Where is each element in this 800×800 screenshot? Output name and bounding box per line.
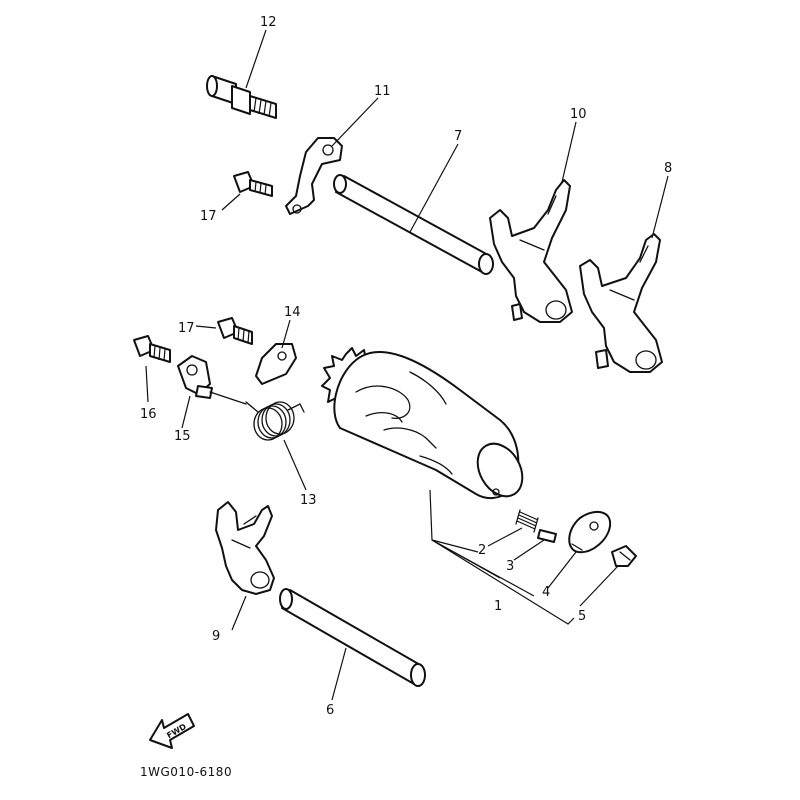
callout-3: 3 bbox=[506, 559, 514, 574]
callout-4: 4 bbox=[542, 585, 550, 600]
callout-2: 2 bbox=[478, 543, 486, 558]
part-9-shift-fork[interactable] bbox=[215, 501, 275, 595]
callout-6: 6 bbox=[326, 703, 334, 718]
callout-17-upper: 17 bbox=[200, 209, 217, 224]
callout-14: 14 bbox=[284, 305, 301, 320]
callout-17-lower: 17 bbox=[178, 321, 195, 336]
part-2-spring[interactable] bbox=[515, 509, 539, 533]
callout-11: 11 bbox=[374, 84, 391, 99]
part-7-guide-bar[interactable] bbox=[333, 174, 494, 275]
part-15-lever[interactable] bbox=[177, 355, 247, 405]
part-14-plate[interactable] bbox=[255, 343, 297, 385]
callout-labels: 12 11 7 10 8 17 17 14 16 15 13 2 3 4 1 5… bbox=[140, 15, 672, 779]
callout-10: 10 bbox=[570, 107, 587, 122]
callout-15: 15 bbox=[174, 429, 191, 444]
part-10-shift-fork[interactable] bbox=[489, 179, 573, 323]
callout-13: 13 bbox=[300, 493, 317, 508]
part-6-guide-bar[interactable] bbox=[279, 588, 426, 687]
part-17-screw-lower[interactable] bbox=[217, 317, 253, 345]
callout-8: 8 bbox=[664, 161, 672, 176]
callout-1: 1 bbox=[494, 599, 502, 614]
part-13-torsion-spring[interactable] bbox=[245, 401, 305, 441]
callout-9: 9 bbox=[212, 629, 220, 644]
callout-12: 12 bbox=[260, 15, 277, 30]
leader-lines bbox=[145, 29, 669, 701]
part-4-washer[interactable] bbox=[568, 510, 612, 554]
callout-16: 16 bbox=[140, 407, 157, 422]
callout-7: 7 bbox=[454, 129, 462, 144]
part-12-stud-bolt[interactable] bbox=[206, 75, 277, 119]
part-17-screw-upper[interactable] bbox=[233, 171, 273, 197]
forward-direction-arrow: FWD bbox=[149, 713, 195, 749]
part-5-screw[interactable] bbox=[611, 545, 637, 567]
part-3-pin[interactable] bbox=[537, 529, 557, 543]
part-8-shift-fork[interactable] bbox=[579, 233, 663, 373]
part-11-stopper-plate[interactable] bbox=[285, 137, 343, 215]
callout-5: 5 bbox=[578, 609, 586, 624]
diagram-code: 1WG010-6180 bbox=[140, 765, 232, 779]
part-16-bolt[interactable] bbox=[133, 335, 171, 363]
part-1-shift-cam[interactable] bbox=[321, 347, 575, 625]
